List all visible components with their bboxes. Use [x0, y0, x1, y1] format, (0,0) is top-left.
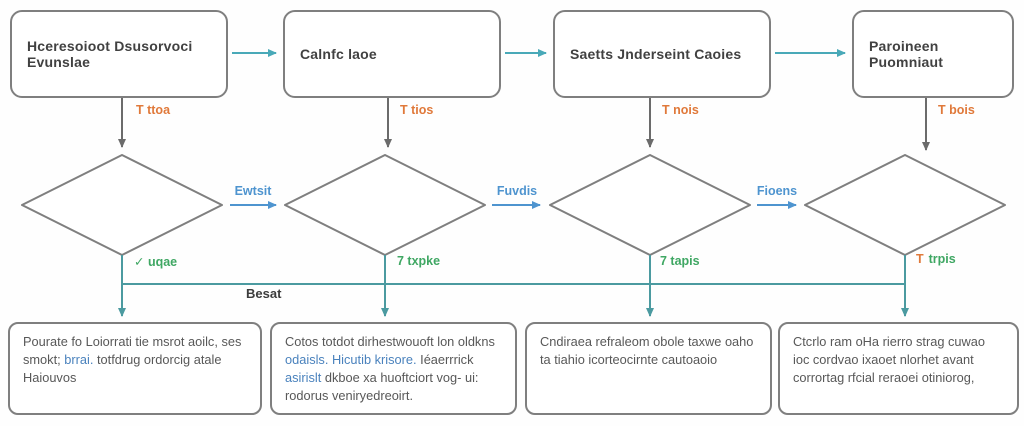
- down-label-2: T tios: [400, 103, 434, 117]
- pass-label-2: Fuvdis: [496, 184, 538, 198]
- yes-label-3: 7 tapis: [660, 254, 700, 268]
- result-box-2-link-1[interactable]: odaisls. Hicutib krisore.: [285, 352, 417, 368]
- result-box-1-text-2: totfdrug ordorcig atale Haiouvos: [23, 352, 222, 386]
- process-box-2: Calnfc laoe: [283, 10, 501, 98]
- result-box-2: Cotos totdot dirhestwouoft lon oldkns od…: [270, 322, 517, 415]
- down-label-1: T ttoa: [136, 103, 171, 117]
- process-box-3-label: Saetts Jnderseint Caoies: [570, 46, 742, 62]
- yes-label-1: ✓ uqae: [134, 255, 178, 269]
- yes-label-4-prefix: T: [916, 252, 924, 266]
- result-box-4-text: Ctcrlo ram oHa rierro strag cuwao ioc co…: [793, 334, 986, 386]
- process-box-4-label: Paroineen Puomniaut: [869, 38, 944, 70]
- bus-label: Besat: [246, 286, 282, 301]
- result-box-3: Cndiraea refraleom obole taxwe oaho ta t…: [525, 322, 772, 415]
- decision-diamond-1: [21, 154, 223, 256]
- process-box-1-label: Hceresoioot Dsusorvoci Evunslae: [27, 38, 193, 70]
- decision-diamond-2: [284, 154, 486, 256]
- down-label-3: T nois: [662, 103, 699, 117]
- decision-diamond-4: [804, 154, 1006, 256]
- decision-diamond-3: [549, 154, 751, 256]
- yes-label-2: 7 txpke: [397, 254, 441, 268]
- process-box-1: Hceresoioot Dsusorvoci Evunslae: [10, 10, 228, 98]
- down-label-4: T bois: [938, 103, 975, 117]
- process-box-3: Saetts Jnderseint Caoies: [553, 10, 771, 98]
- result-box-2-link-2[interactable]: asirislt: [285, 370, 322, 386]
- result-box-2-text-3: dkboe xa huoftciort vog- ui: rodorus ven…: [285, 370, 479, 404]
- pass-label-1: Ewtsit: [234, 184, 272, 198]
- result-box-1: Pourate fo Loiorrati tie msrot aoilc, se…: [8, 322, 262, 415]
- process-box-4: Paroineen Puomniaut: [852, 10, 1014, 98]
- result-box-4: Ctcrlo ram oHa rierro strag cuwao ioc co…: [778, 322, 1019, 415]
- result-box-1-link[interactable]: brrai.: [64, 352, 94, 368]
- result-box-2-text: Cotos totdot dirhestwouoft lon oldkns: [285, 334, 495, 349]
- result-box-3-text: Cndiraea refraleom obole taxwe oaho ta t…: [540, 334, 754, 368]
- process-box-2-label: Calnfc laoe: [300, 46, 377, 62]
- bus-line: [121, 255, 906, 285]
- result-box-1-text: Pourate fo Loiorrati tie msrot aoilc, se…: [23, 334, 242, 368]
- pass-label-3: Fioens: [756, 184, 798, 198]
- result-box-2-text-2: Iéaerrrick: [416, 352, 474, 368]
- yes-label-4-text: trpis: [928, 252, 956, 266]
